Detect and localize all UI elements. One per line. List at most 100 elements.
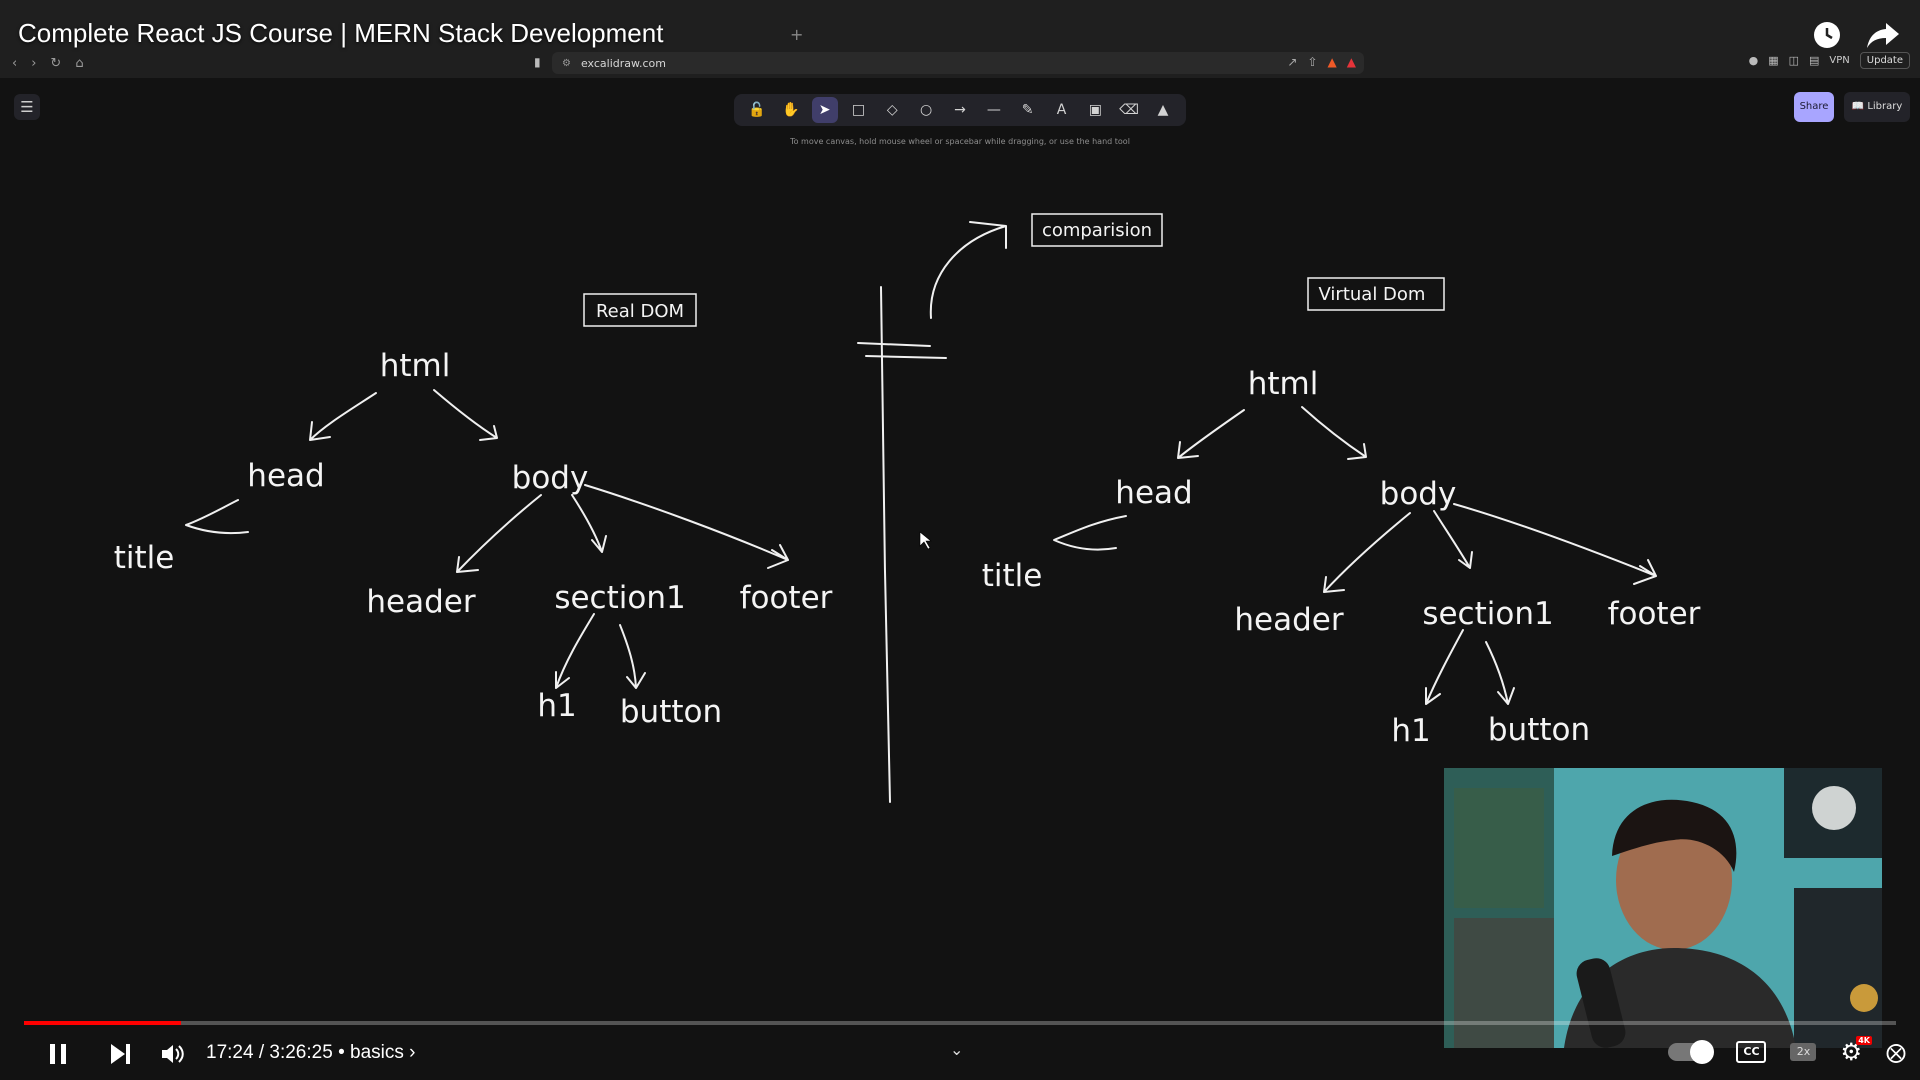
- real-dom-tree: html head body title header section1 foo…: [114, 348, 833, 730]
- virtual-node-body: body: [1380, 476, 1457, 512]
- site-settings-icon[interactable]: ⚙: [562, 57, 571, 69]
- extensions-puzzle-icon[interactable]: ▦: [1768, 54, 1779, 67]
- virtual-node-button: button: [1488, 712, 1590, 748]
- pencil-icon[interactable]: ✎: [1021, 102, 1034, 118]
- divider-line[interactable]: [880, 286, 891, 803]
- new-tab-icon[interactable]: +: [790, 25, 804, 44]
- real-node-h1: h1: [537, 688, 576, 724]
- virtual-dom-tree: html head body title header section1 foo…: [982, 366, 1701, 749]
- virtual-node-section1: section1: [1422, 596, 1553, 632]
- eraser-icon[interactable]: ⌫: [1119, 102, 1140, 118]
- virtual-node-header: header: [1234, 602, 1343, 638]
- real-edge-body-section1[interactable]: [571, 494, 607, 553]
- line-icon[interactable]: —: [986, 102, 1001, 118]
- comparison-arrow[interactable]: [929, 221, 1007, 319]
- open-external-icon[interactable]: ↗: [1287, 55, 1298, 69]
- progress-bar[interactable]: [24, 1021, 1896, 1025]
- bookmark-icon[interactable]: ▮: [534, 55, 541, 69]
- chapter-arrow-icon[interactable]: ›: [409, 1042, 416, 1063]
- brave-rewards-icon[interactable]: ▲: [1346, 55, 1356, 69]
- sidebar-icon[interactable]: ◫: [1788, 54, 1800, 67]
- library-label: Library: [1867, 101, 1903, 112]
- url-text: excalidraw.com: [580, 56, 666, 70]
- real-node-title: title: [114, 540, 175, 576]
- real-edge-head-title[interactable]: [185, 499, 249, 535]
- real-edge-html-head[interactable]: [309, 392, 377, 441]
- volume-icon[interactable]: [160, 1042, 186, 1066]
- real-edge-section1-button[interactable]: [619, 624, 646, 689]
- library-button[interactable]: 📖 Library: [1844, 92, 1910, 122]
- real-dom-label: Real DOM: [596, 301, 684, 322]
- autoplay-toggle[interactable]: [1668, 1040, 1715, 1064]
- ellipse-icon[interactable]: ○: [920, 102, 933, 118]
- vpn-button[interactable]: VPN: [1829, 55, 1850, 66]
- watch-later-icon[interactable]: [1812, 20, 1842, 50]
- arrow-icon[interactable]: →: [954, 102, 966, 118]
- virtual-edge-section1-button[interactable]: [1485, 641, 1515, 705]
- virtual-dom-label: Virtual Dom: [1319, 284, 1426, 305]
- virtual-node-head: head: [1115, 475, 1192, 511]
- not-equal-top[interactable]: [857, 342, 931, 347]
- mouse-cursor-icon: [919, 531, 932, 550]
- video-title[interactable]: Complete React JS Course | MERN Stack De…: [18, 18, 664, 48]
- playback-speed-button[interactable]: 2x: [1790, 1043, 1817, 1061]
- virtual-node-footer: footer: [1608, 596, 1701, 632]
- virtual-edge-body-header[interactable]: [1323, 512, 1411, 593]
- rectangle-icon[interactable]: □: [851, 102, 866, 118]
- chevron-down-icon[interactable]: ⌄: [950, 1040, 964, 1059]
- player-right-controls: CC 2x ⚙4K ⨂: [1668, 1036, 1906, 1066]
- main-menu-icon[interactable]: ☰: [14, 94, 40, 120]
- real-node-button: button: [620, 694, 722, 730]
- chapter-separator: •: [338, 1042, 350, 1063]
- reload-icon[interactable]: ↻: [50, 56, 62, 71]
- forward-icon[interactable]: ›: [31, 56, 37, 71]
- address-bar[interactable]: ⚙ excalidraw.com ↗ ⇧ ▲ ▲: [552, 52, 1364, 74]
- settings-gear-icon[interactable]: ⚙4K: [1840, 1036, 1872, 1066]
- virtual-edge-body-section1[interactable]: [1433, 510, 1473, 569]
- chapter-title[interactable]: basics: [350, 1042, 404, 1063]
- text-icon[interactable]: A: [1056, 102, 1067, 118]
- comparison-label-box[interactable]: [1031, 213, 1163, 247]
- lock-icon[interactable]: 🔓: [748, 102, 766, 118]
- nav-controls: ‹ › ↻ ⌂: [12, 56, 84, 71]
- real-edge-section1-h1[interactable]: [555, 613, 595, 689]
- captions-button[interactable]: CC: [1736, 1041, 1767, 1063]
- real-node-html: html: [380, 348, 451, 384]
- image-icon[interactable]: ▣: [1088, 102, 1102, 118]
- home-icon[interactable]: ⌂: [75, 56, 84, 71]
- share-button[interactable]: Share: [1794, 92, 1834, 122]
- excalidraw-toolbar: 🔓 ✋ ➤ □ ◇ ○ → — ✎ A ▣ ⌫ ▲: [734, 94, 1186, 126]
- progress-played: [24, 1021, 182, 1025]
- browser-extensions: ● ▦ ◫ ▤ VPN Update: [1749, 52, 1910, 69]
- virtual-dom-label-box[interactable]: [1307, 277, 1445, 311]
- not-equal-bottom[interactable]: [865, 355, 947, 359]
- wallet-icon[interactable]: ▤: [1809, 54, 1820, 67]
- brave-shields-icon[interactable]: ▲: [1327, 55, 1337, 69]
- real-edge-body-footer[interactable]: [584, 484, 789, 569]
- extra-tools-icon[interactable]: ▲: [1157, 102, 1169, 118]
- virtual-edge-body-footer[interactable]: [1453, 503, 1657, 585]
- canvas-hint: To move canvas, hold mouse wheel or spac…: [790, 137, 1130, 146]
- back-icon[interactable]: ‹: [12, 56, 18, 71]
- virtual-node-html: html: [1248, 366, 1319, 402]
- share-icon[interactable]: [1866, 20, 1900, 50]
- exit-fullscreen-icon[interactable]: ⨂: [1886, 1040, 1906, 1064]
- virtual-edge-html-body[interactable]: [1301, 406, 1367, 460]
- address-bar-actions: ↗ ⇧ ▲ ▲: [1287, 55, 1356, 69]
- update-button[interactable]: Update: [1859, 52, 1910, 69]
- share-page-icon[interactable]: ⇧: [1307, 55, 1318, 69]
- real-edge-body-header[interactable]: [456, 494, 542, 573]
- selection-icon[interactable]: ➤: [811, 97, 838, 123]
- real-edge-html-body[interactable]: [433, 389, 498, 441]
- player-controls: 17:24 / 3:26:25 • basics › ⌄ CC 2x ⚙4K ⨂: [0, 1030, 1920, 1076]
- virtual-edge-section1-h1[interactable]: [1425, 629, 1464, 705]
- real-dom-label-box[interactable]: [583, 293, 697, 327]
- pause-icon[interactable]: [46, 1042, 70, 1066]
- next-video-icon[interactable]: [108, 1042, 132, 1066]
- virtual-edge-html-head[interactable]: [1177, 409, 1245, 459]
- extension-icon[interactable]: ●: [1748, 54, 1759, 67]
- diamond-icon[interactable]: ◇: [886, 102, 898, 118]
- virtual-edge-head-title[interactable]: [1053, 515, 1127, 551]
- hand-icon[interactable]: ✋: [782, 102, 800, 118]
